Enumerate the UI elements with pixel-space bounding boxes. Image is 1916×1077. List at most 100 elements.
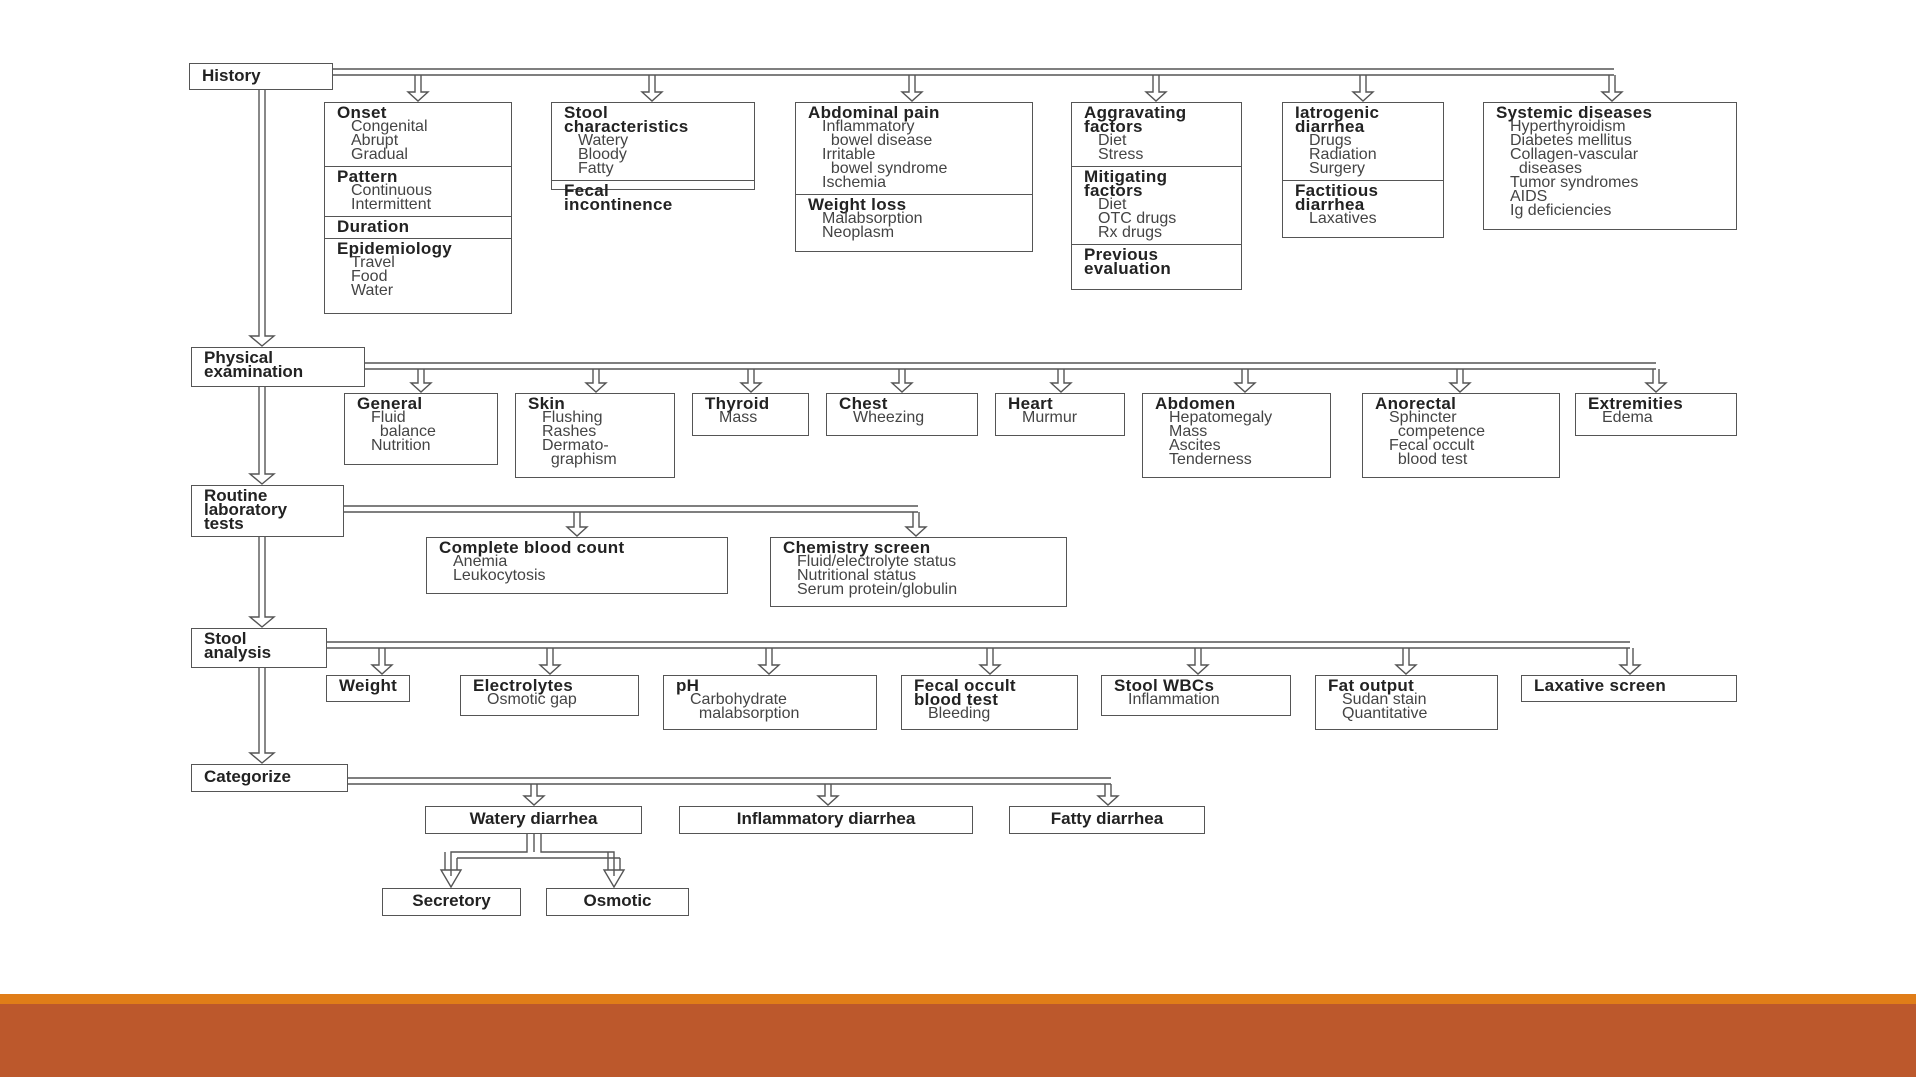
laxative-screen-box: Laxative screen (1521, 675, 1737, 702)
iatrogenic-section: Iatrogenic diarrhea Drugs Radiation Surg… (1283, 103, 1443, 180)
branch-arrow (522, 784, 546, 806)
trunk-arrow (248, 537, 276, 628)
extremities-title: Extremities (1588, 394, 1683, 413)
ph-box: pH Carbohydrate malabsorption (663, 675, 877, 730)
chest-item: Wheezing (853, 409, 925, 426)
branch-arrow (1618, 648, 1642, 675)
fatty-diarrhea-box: Fatty diarrhea (1009, 806, 1205, 834)
pattern-section: Pattern Continuous Intermittent (325, 166, 511, 216)
abdomen-item: Hepatomegaly (1169, 409, 1273, 426)
wbc-title: Stool WBCs (1114, 676, 1215, 695)
previous-evaluation-section: Previous evaluation (1072, 244, 1241, 280)
branch-arrow (1448, 369, 1472, 393)
pattern-title: Pattern (337, 167, 398, 186)
iatrogenic-item: Surgery (1309, 160, 1366, 177)
chemistry-item: Nutritional status (797, 567, 917, 584)
anorectal-box: Anorectal Sphincter competence Fecal occ… (1362, 393, 1560, 478)
branch-arrow (904, 512, 928, 537)
branch-arrow (1049, 369, 1073, 393)
aggravating-item: Diet (1098, 132, 1127, 149)
epidemiology-title: Epidemiology (337, 239, 453, 258)
epidemiology-item: Food (351, 268, 388, 285)
routine-laboratory-tests-label: Routine laboratory tests (191, 485, 344, 537)
extremities-item: Edema (1602, 409, 1653, 426)
anorectal-section: Anorectal Sphincter competence Fecal occ… (1363, 394, 1559, 471)
thyroid-item: Mass (719, 409, 758, 426)
pattern-item: Continuous (351, 182, 432, 199)
branch-arrow (1096, 784, 1120, 806)
branch-arrow (816, 784, 840, 806)
wbc-item: Inflammation (1128, 691, 1220, 708)
complete-blood-count-box: Complete blood count Anemia Leukocytosis (426, 537, 728, 594)
aggravating-factors-box: Aggravating factors Diet Stress Mitigati… (1071, 102, 1242, 290)
branch-arrow (584, 369, 608, 393)
factitious-title: Factitious diarrhea (1295, 181, 1379, 214)
weight-section: Weight (327, 676, 409, 697)
systemic-item: Ig deficiencies (1510, 202, 1612, 219)
heart-box: Heart Murmur (995, 393, 1125, 436)
extremities-box: Extremities Edema (1575, 393, 1737, 436)
abdomen-item: Ascites (1169, 437, 1221, 454)
branch-arrow (538, 648, 562, 675)
weight-loss-item: Neoplasm (822, 224, 895, 241)
heart-title: Heart (1008, 394, 1053, 413)
weight-box: Weight (326, 675, 410, 702)
stool-characteristics-section: Stool characteristics Watery Bloody Fatt… (552, 103, 754, 180)
branch-arrow (978, 648, 1002, 675)
duration-title: Duration (337, 217, 410, 236)
branch-arrow (565, 512, 589, 537)
categorize-rail (348, 777, 1111, 785)
physical-rail (365, 362, 1656, 370)
mitigating-item: OTC drugs (1098, 210, 1177, 227)
chest-box: Chest Wheezing (826, 393, 978, 436)
previous-evaluation-title: Previous evaluation (1084, 245, 1172, 278)
cbc-title: Complete blood count (439, 538, 625, 557)
diarrhea-workup-flowchart: History Onset Congenital Abrupt Gradual … (189, 63, 1737, 916)
onset-item: Abrupt (351, 132, 399, 149)
physical-examination-label: Physical examination (191, 347, 365, 387)
mitigating-item: Diet (1098, 196, 1127, 213)
categorize-label: Categorize (191, 764, 348, 792)
chemistry-item: Serum protein/globulin (797, 581, 958, 598)
factitious-section: Factitious diarrhea Laxatives (1283, 180, 1443, 230)
skin-box: Skin Flushing Rashes Dermato- graphism (515, 393, 675, 478)
heart-item: Murmur (1022, 409, 1078, 426)
epidemiology-item: Travel (351, 254, 395, 271)
pattern-item: Intermittent (351, 196, 432, 213)
fecal-incontinence-title: Fecal incontinence (564, 181, 673, 214)
electrolytes-title: Electrolytes (473, 676, 573, 695)
branch-arrow (1394, 648, 1418, 675)
laxative-section: Laxative screen (1522, 676, 1736, 697)
aggravating-section: Aggravating factors Diet Stress (1072, 103, 1241, 166)
branch-arrow (739, 369, 763, 393)
general-title: General (357, 394, 423, 413)
fat-title: Fat output (1328, 676, 1415, 695)
skin-item: Flushing (542, 409, 603, 426)
systemic-diseases-box: Systemic diseases Hyperthyroidism Diabet… (1483, 102, 1737, 230)
branch-arrow (640, 75, 664, 102)
history-label: History (189, 63, 333, 90)
onset-title: Onset (337, 103, 387, 122)
abdominal-pain-section: Abdominal pain Inflammatory bowel diseas… (796, 103, 1032, 194)
skin-title: Skin (528, 394, 566, 413)
weight-loss-section: Weight loss Malabsorption Neoplasm (796, 194, 1032, 244)
abdominal-pain-item: Ischemia (822, 174, 887, 191)
chemistry-screen-box: Chemistry screen Fluid/electrolyte statu… (770, 537, 1067, 607)
footer-accent-stripe (0, 994, 1916, 1004)
epidemiology-item: Water (351, 282, 394, 299)
footer-bar (0, 1004, 1916, 1077)
stool-characteristics-item: Watery (578, 132, 629, 149)
chemistry-item: Fluid/electrolyte status (797, 553, 957, 570)
wbc-section: Stool WBCs Inflammation (1102, 676, 1290, 711)
branch-arrow (757, 648, 781, 675)
mitigating-item: Rx drugs (1098, 224, 1163, 241)
thyroid-section: Thyroid Mass (693, 394, 808, 429)
chest-section: Chest Wheezing (827, 394, 977, 429)
stool-characteristics-item: Bloody (578, 146, 627, 163)
weight-title: Weight (339, 676, 398, 695)
onset-section: Onset Congenital Abrupt Gradual (325, 103, 511, 166)
iatrogenic-diarrhea-box: Iatrogenic diarrhea Drugs Radiation Surg… (1282, 102, 1444, 238)
anorectal-item: Fecal occult blood test (1389, 437, 1475, 468)
inflammatory-diarrhea-box: Inflammatory diarrhea (679, 806, 973, 834)
mitigating-title: Mitigating factors (1084, 167, 1168, 200)
